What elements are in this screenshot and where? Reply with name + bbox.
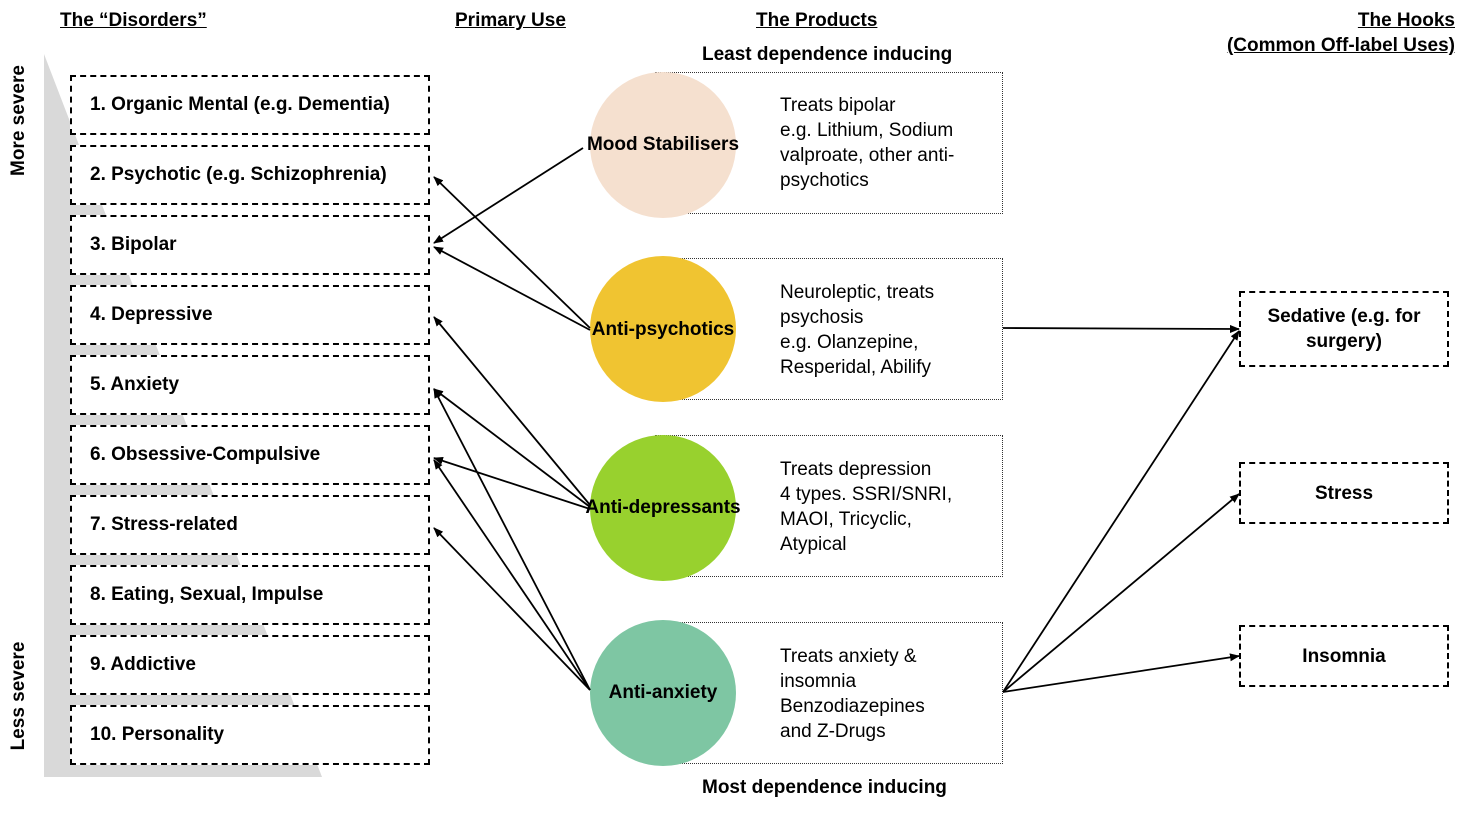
disorder-eating-sexual-impulse: 8. Eating, Sexual, Impulse <box>70 565 430 625</box>
product-circle-anti-depressants <box>590 435 736 581</box>
product-description-mood-stabilisers: Treats bipolar e.g. Lithium, Sodium valp… <box>780 95 955 191</box>
arrow-anti-anxiety-to-sedative <box>1002 330 1240 693</box>
product-circle-anti-anxiety <box>590 620 736 766</box>
arrow-mood-stabilisers-to-bipolar <box>433 147 584 244</box>
hook-stress: Stress <box>1239 462 1449 524</box>
arrow-anti-anxiety-to-obsessive-compulsive <box>433 459 591 691</box>
header-hooks-subtitle: (Common Off-label Uses) <box>1226 35 1455 56</box>
arrow-anti-depressants-to-depressive <box>433 316 591 506</box>
disorder-bipolar: 3. Bipolar <box>70 215 430 275</box>
least-dependence-label: Least dependence inducing <box>702 44 953 65</box>
arrow-anti-psychotics-to-bipolar <box>433 246 591 331</box>
disorder-addictive: 9. Addictive <box>70 635 430 695</box>
product-label-mood-stabilisers: Mood Stabilisers <box>586 134 740 155</box>
product-label-anti-depressants: Anti-depressants <box>585 497 741 518</box>
product-circle-mood-stabilisers <box>590 72 736 218</box>
arrow-anti-psychotics-to-sedative <box>1002 324 1240 333</box>
disorder-stress-related: 7. Stress-related <box>70 495 430 555</box>
disorder-depressive: 4. Depressive <box>70 285 430 345</box>
hook-sedative: Sedative (e.g. for surgery) <box>1239 291 1449 367</box>
arrow-anti-anxiety-to-stress-related <box>433 527 591 691</box>
disorder-psychotic: 2. Psychotic (e.g. Schizophrenia) <box>70 145 430 205</box>
disorder-personality: 10. Personality <box>70 705 430 765</box>
arrow-anti-psychotics-to-psychotic <box>433 176 591 329</box>
product-description-anti-anxiety: Treats anxiety & insomnia Benzodiazepine… <box>780 646 925 742</box>
most-dependence-label: Most dependence inducing <box>702 777 947 798</box>
arrow-anti-anxiety-to-anxiety <box>433 388 591 691</box>
arrow-anti-depressants-to-anxiety <box>433 388 591 508</box>
arrow-anti-anxiety-to-stress <box>1002 493 1240 693</box>
header-products: The Products <box>756 10 878 31</box>
header-primary-use: Primary Use <box>455 10 566 31</box>
product-label-anti-anxiety: Anti-anxiety <box>608 682 718 703</box>
arrow-anti-depressants-to-obsessive-compulsive <box>433 456 591 510</box>
product-circle-anti-psychotics <box>590 256 736 402</box>
header-disorders: The “Disorders” <box>60 10 207 31</box>
disorder-obsessive-compulsive: 6. Obsessive-Compulsive <box>70 425 430 485</box>
header-hooks: The Hooks <box>1357 10 1455 31</box>
hook-insomnia: Insomnia <box>1239 625 1449 687</box>
product-description-anti-psychotics: Neuroleptic, treats psychosis e.g. Olanz… <box>780 282 935 378</box>
disorder-anxiety: 5. Anxiety <box>70 355 430 415</box>
disorder-organic-mental: 1. Organic Mental (e.g. Dementia) <box>70 75 430 135</box>
product-label-anti-psychotics: Anti-psychotics <box>591 319 735 340</box>
arrow-anti-anxiety-to-insomnia <box>1002 653 1240 693</box>
product-description-anti-depressants: Treats depression 4 types. SSRI/SNRI, MA… <box>780 459 953 555</box>
